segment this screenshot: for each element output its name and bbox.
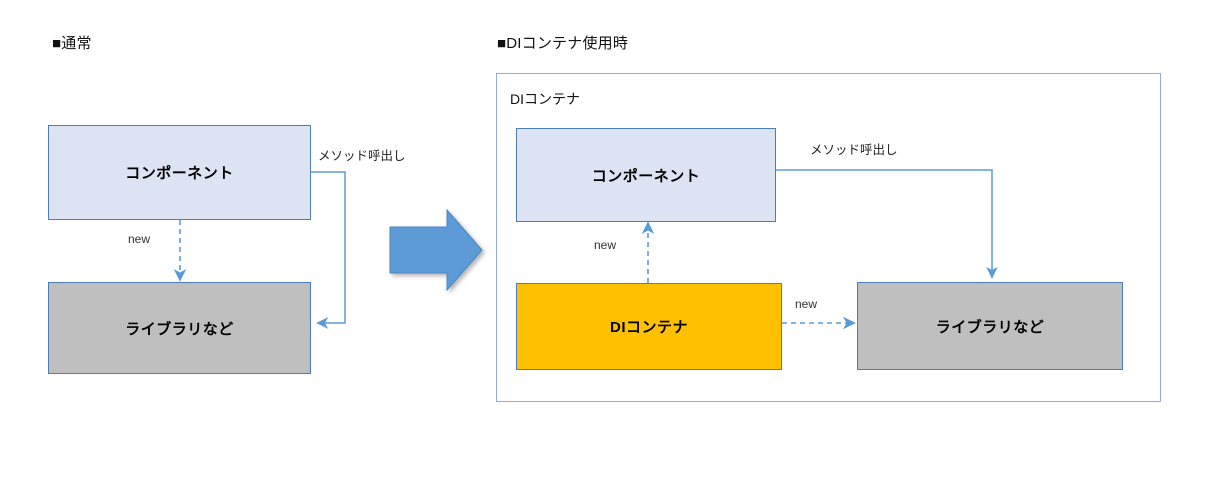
di-container-box[interactable]: DIコンテナ: [516, 283, 782, 370]
left-library-label: ライブラリなど: [125, 320, 234, 338]
right-new-up-label: new: [594, 238, 617, 252]
transition-arrow: [389, 208, 483, 292]
di-container-frame: [496, 73, 1161, 402]
right-component-label: コンポーネント: [591, 167, 701, 185]
left-library-box[interactable]: ライブラリなど: [48, 282, 311, 374]
right-new-right-label: new: [795, 297, 818, 311]
left-new-label: new: [128, 232, 151, 246]
right-component-box[interactable]: コンポーネント: [516, 128, 776, 222]
right-section-title: ■DIコンテナ使用時: [497, 35, 629, 52]
di-container-box-label: DIコンテナ: [609, 319, 688, 336]
left-section-title: ■通常: [52, 35, 92, 52]
right-library-box[interactable]: ライブラリなど: [857, 282, 1123, 370]
right-library-label: ライブラリなど: [935, 318, 1045, 336]
left-method-call-connector: [310, 171, 346, 329]
di-container-frame-label: DIコンテナ: [510, 91, 580, 107]
left-component-box[interactable]: コンポーネント: [48, 125, 311, 220]
left-method-call-label: メソッド呼出し: [318, 149, 406, 163]
left-component-label: コンポーネント: [125, 165, 234, 182]
right-method-call-label: メソッド呼出し: [810, 143, 898, 157]
